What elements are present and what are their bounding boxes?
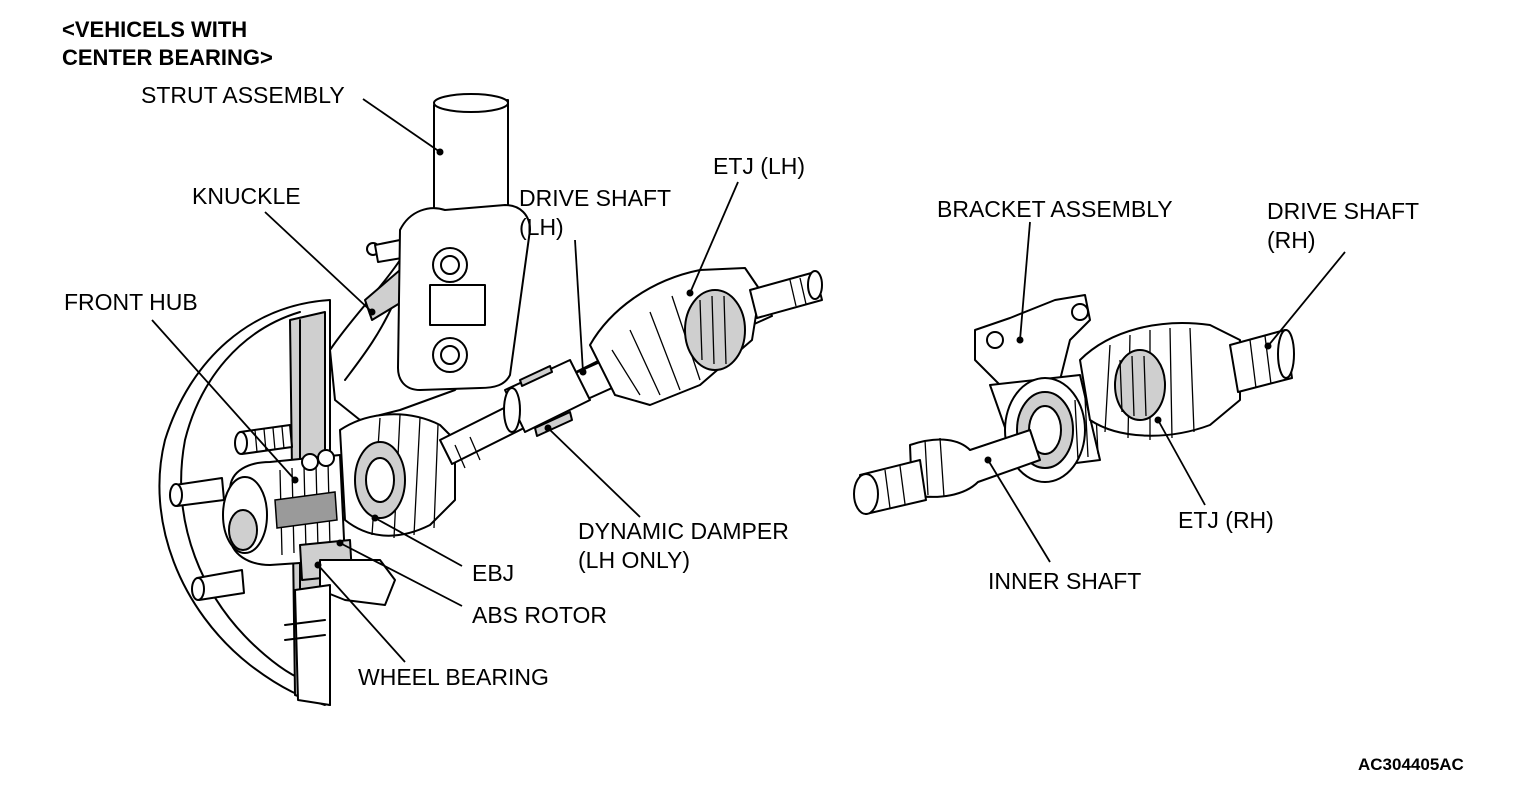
label-drive-shaft-rh-1: DRIVE SHAFT	[1267, 198, 1420, 224]
inner-shaft	[853, 429, 1041, 515]
ebj-boot	[339, 413, 456, 539]
leader-lines	[151, 98, 1346, 663]
label-dynamic-damper-1: DYNAMIC DAMPER	[578, 518, 789, 544]
header-line-1: <VEHICELS WITH	[62, 17, 248, 42]
leader-abs-rotor	[339, 542, 463, 607]
leader-ebj	[374, 517, 463, 567]
label-drive-shaft-rh-2: (RH)	[1267, 227, 1316, 253]
left-assembly-drawing	[158, 93, 823, 706]
leader-front-hub	[151, 319, 296, 481]
header-line-2: CENTER BEARING>	[62, 45, 273, 70]
label-strut-assembly: STRUT ASSEMBLY	[141, 82, 345, 108]
leader-wheel-bearing	[317, 564, 406, 663]
label-ebj: EBJ	[472, 560, 515, 586]
label-etj-rh: ETJ (RH)	[1178, 507, 1274, 533]
strut-assembly	[397, 93, 531, 391]
leader-inner-shaft	[987, 459, 1051, 563]
label-bracket-assembly: BRACKET ASSEMBLY	[937, 196, 1173, 222]
front-hub	[222, 454, 346, 566]
label-drive-shaft-lh-2: (LH)	[519, 214, 564, 240]
leader-dynamic-damper	[547, 427, 641, 518]
drive-shaft-rh	[1229, 329, 1295, 393]
wheel-studs	[169, 424, 293, 601]
label-inner-shaft: INNER SHAFT	[988, 568, 1142, 594]
leader-etj-lh	[689, 181, 739, 294]
label-drive-shaft-lh-1: DRIVE SHAFT	[519, 185, 672, 211]
figure-code: AC304405AC	[1358, 755, 1464, 774]
label-front-hub: FRONT HUB	[64, 289, 198, 315]
leader-strut-assembly	[362, 98, 441, 153]
leader-drive-shaft-rh	[1267, 251, 1346, 347]
leader-etj-rh	[1157, 419, 1206, 506]
label-dynamic-damper-2: (LH ONLY)	[578, 547, 691, 573]
leader-bracket-assembly	[1019, 221, 1031, 341]
label-etj-lh: ETJ (LH)	[713, 153, 805, 179]
label-wheel-bearing: WHEEL BEARING	[358, 664, 549, 690]
label-abs-rotor: ABS ROTOR	[472, 602, 608, 628]
right-assembly-drawing	[853, 294, 1295, 515]
etj-lh	[589, 267, 823, 406]
dynamic-damper	[503, 359, 591, 437]
label-knuckle: KNUCKLE	[192, 183, 301, 209]
leader-drive-shaft-lh	[574, 239, 584, 373]
leader-knuckle	[264, 211, 373, 313]
